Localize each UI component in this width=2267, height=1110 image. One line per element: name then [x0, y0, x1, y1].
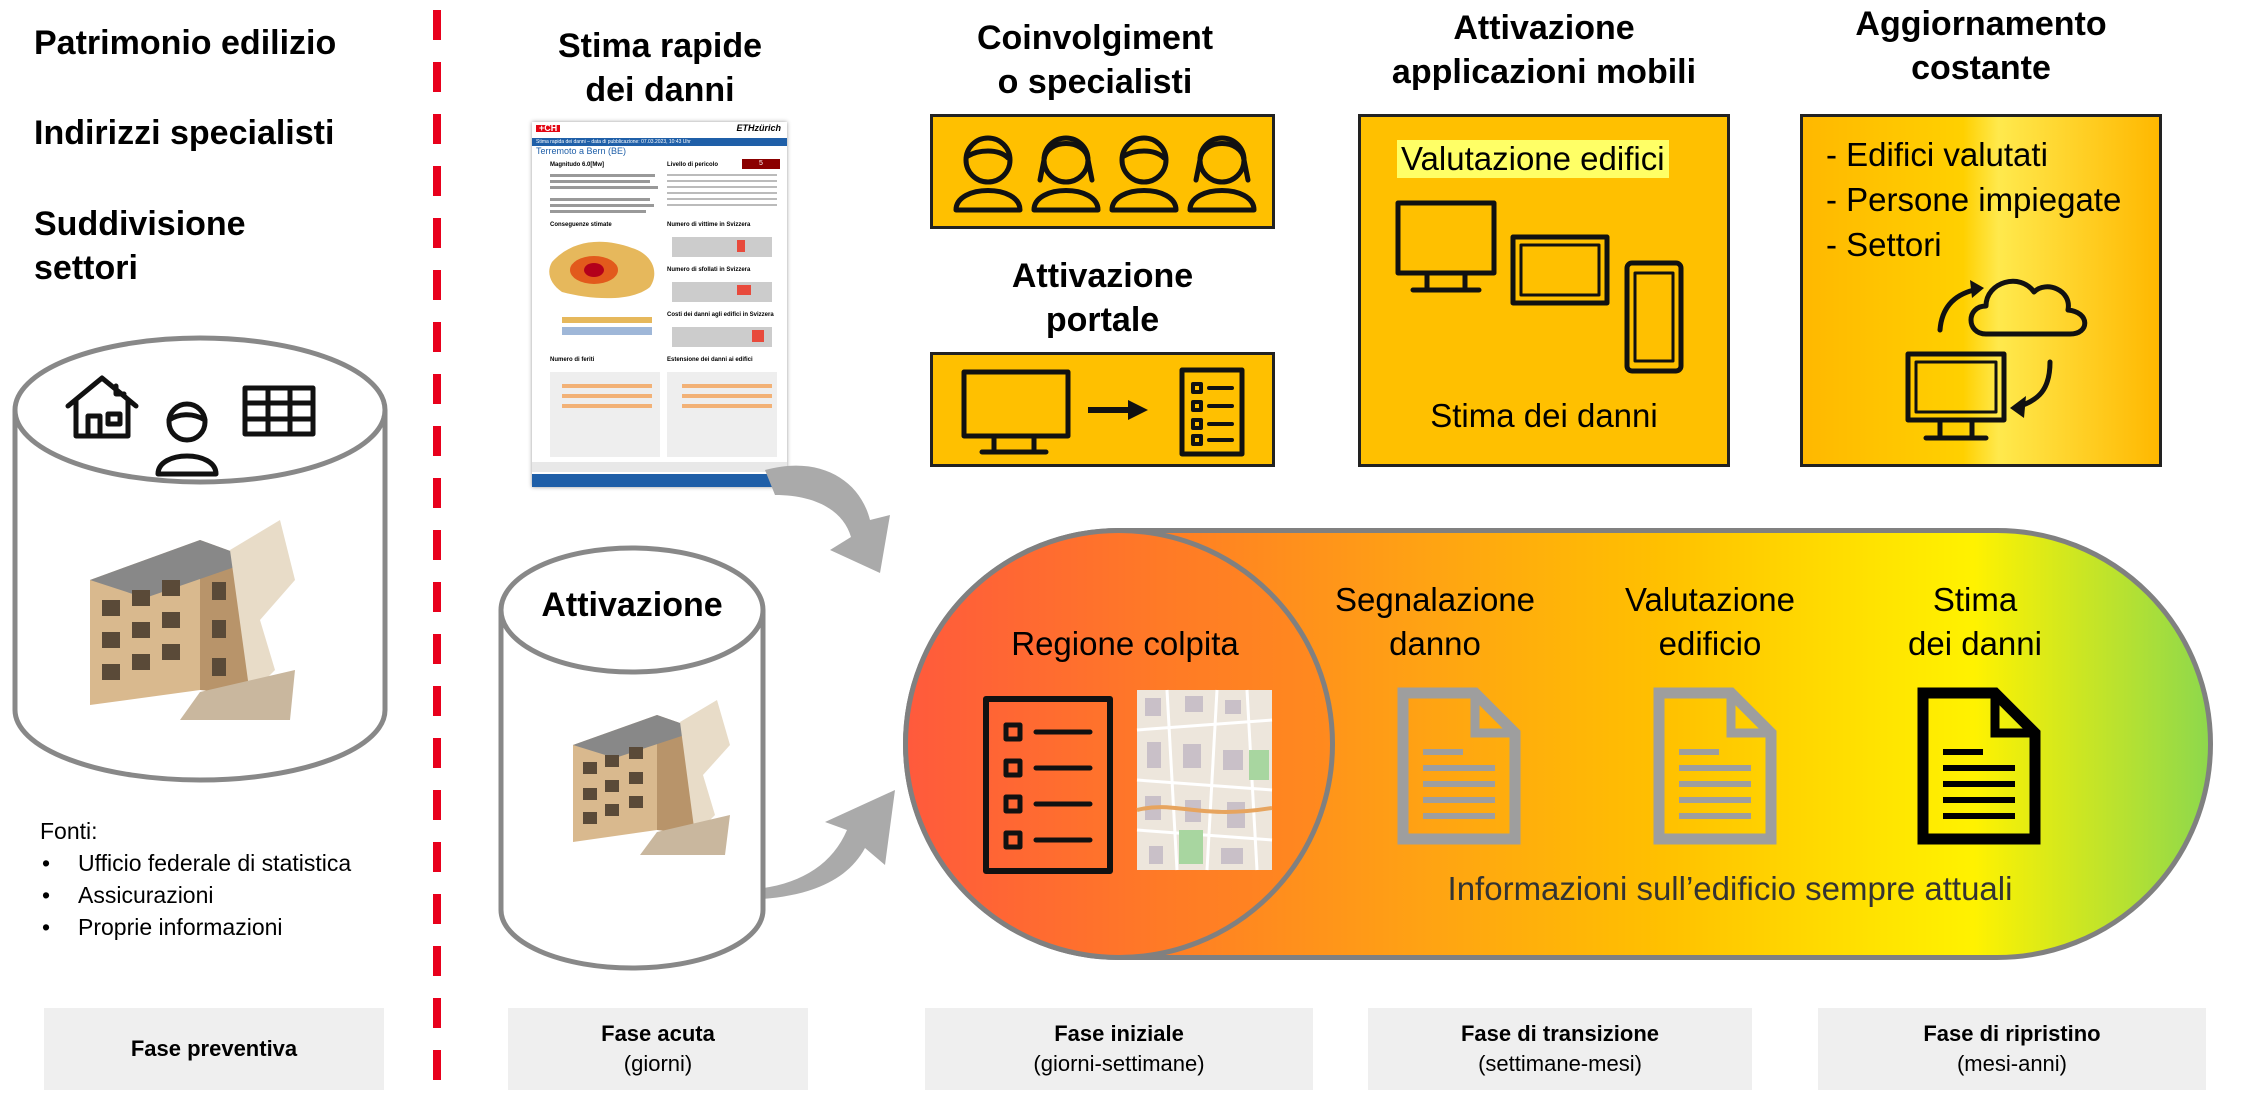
- heading-sector-division-line2: settori: [34, 249, 138, 287]
- ch-logo: +CH: [536, 124, 561, 133]
- report-title: Terremoto a Bern (BE): [536, 146, 627, 156]
- damaged-building-image: [573, 700, 730, 855]
- source-item: •Proprie informazioni: [42, 914, 283, 940]
- portal-icons: [961, 367, 1245, 457]
- phase-divider-line: [433, 10, 441, 1085]
- phase-acute: Fase acuta (giorni): [508, 1008, 808, 1090]
- acute-title: Stima rapide dei danni: [557, 27, 763, 109]
- monitor-icon: [961, 369, 1071, 455]
- step-building-assessment-label: Valutazione edificio: [1624, 581, 1795, 662]
- document-icon: [1653, 687, 1777, 845]
- report-section-costs: Costi dei danni agli edifici in Svizzera: [667, 312, 774, 318]
- arrow-to-process-bottom: [735, 790, 895, 900]
- heading-specialist-addresses: Indirizzi specialisti: [34, 114, 335, 152]
- list-icon: [1179, 367, 1245, 457]
- person-icon: [1031, 135, 1101, 213]
- report-section-homeless: Numero di sfollati in Svizzera: [667, 267, 751, 273]
- source-item: •Ufficio federale di statistica: [42, 850, 352, 876]
- specialists-title: Coinvolgiment o specialisti: [976, 19, 1214, 101]
- document-icon: [1917, 687, 2041, 845]
- tablet-icon: [1510, 234, 1610, 306]
- damage-report-document: +CH ETHzürich Stima rapida dei danni – d…: [532, 122, 787, 487]
- sources-block: Fonti: •Ufficio federale di statistica •…: [40, 815, 351, 943]
- sync-arrows-icon: [1937, 280, 2053, 418]
- damaged-building-image: [90, 520, 295, 720]
- house-icon: [65, 375, 139, 439]
- update-item: - Edifici valutati: [1826, 136, 2048, 173]
- phone-icon: [1624, 260, 1684, 374]
- eth-logo: ETHzürich: [736, 123, 781, 133]
- arrow-to-process-top: [765, 465, 890, 573]
- cloud-icon: [1968, 278, 2088, 337]
- update-item: - Settori: [1826, 226, 1942, 263]
- report-graphics: [532, 174, 787, 487]
- always-current-info-label: Informazioni sull’edificio sempre attual…: [1447, 870, 2013, 907]
- arrow-right-icon: [1088, 400, 1148, 420]
- damage-estimate-label: Stima dei danni: [1430, 397, 1658, 434]
- phase-initial: Fase iniziale (giorni-settimane): [925, 1008, 1313, 1090]
- person-icon: [155, 401, 219, 477]
- report-header-bar: Stima rapida dei danni – data di pubblic…: [532, 138, 787, 146]
- specialists-icons: [953, 135, 1257, 213]
- map-image: [1136, 689, 1273, 871]
- heading-sector-division-line1: Suddivisione: [34, 205, 246, 243]
- cloud-sync-icons: [1905, 278, 2088, 441]
- report-section-victims: Numero di vittime in Svizzera: [667, 222, 751, 228]
- phase-preventive: Fase preventiva: [44, 1008, 384, 1090]
- person-icon: [953, 135, 1023, 213]
- phase-recovery: Fase di ripristino (mesi-anni): [1818, 1008, 2206, 1090]
- report-section-consequences: Conseguenze stimate: [550, 222, 612, 228]
- heading-building-stock: Patrimonio edilizio: [34, 24, 337, 62]
- affected-region-label: Regione colpita: [1011, 625, 1239, 662]
- phase-transition: Fase di transizione (settimane-mesi): [1368, 1008, 1752, 1090]
- update-item: - Persone impiegate: [1826, 181, 2122, 218]
- person-icon: [1109, 135, 1179, 213]
- monitor-icon: [1905, 351, 2007, 441]
- report-danger-value: 5: [742, 159, 780, 169]
- document-icon: [1397, 687, 1521, 845]
- step-damage-estimate-label: Stima dei danni: [1908, 581, 2042, 662]
- mobile-title: Attivazione applicazioni mobili: [1391, 9, 1697, 91]
- building-assessment-highlight: Valutazione edifici: [1397, 140, 1669, 178]
- list-icon: [983, 696, 1113, 874]
- step-damage-report-label: Segnalazione danno: [1335, 581, 1535, 662]
- activation-label: Attivazione: [541, 586, 723, 624]
- report-magnitude: Magnitudo 6.0[Mw]: [550, 162, 604, 168]
- sources-title: Fonti:: [40, 818, 98, 844]
- source-item: •Assicurazioni: [42, 882, 214, 908]
- update-list: - Edifici valutati - Persone impiegate -…: [1826, 132, 2121, 267]
- devices-icons: [1395, 200, 1684, 374]
- monitor-icon: [1395, 200, 1497, 293]
- update-title: Aggiornamento costante: [1855, 5, 2107, 87]
- portal-title: Attivazione portale: [1011, 257, 1194, 339]
- report-danger-level: Livello di pericolo: [667, 162, 719, 168]
- heading-sector-division: Suddivisione settori: [34, 202, 246, 290]
- report-section-injured: Numero di feriti: [550, 357, 595, 363]
- report-section-extent: Estensione dei danni ai edifici: [667, 357, 753, 363]
- table-icon: [242, 385, 316, 437]
- person-icon: [1187, 135, 1257, 213]
